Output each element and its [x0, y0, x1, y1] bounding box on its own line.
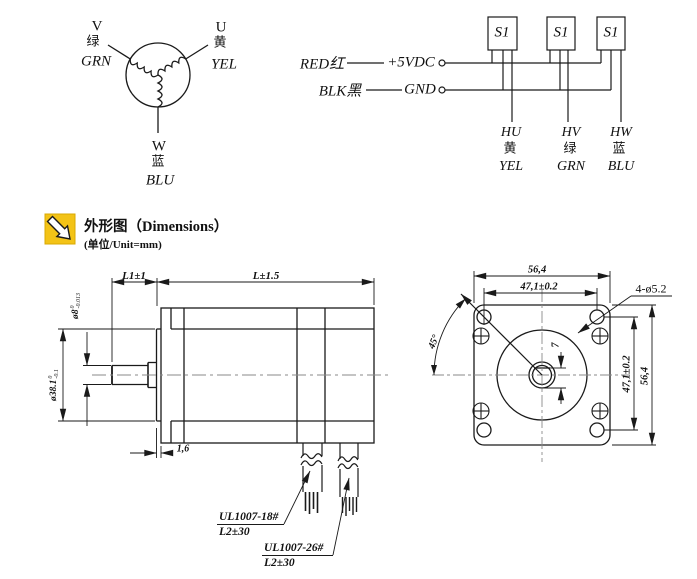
lead-v — [107, 44, 131, 60]
dim-l1: L1±1 — [122, 270, 146, 282]
hall-sensor-label-1: S1 — [494, 24, 510, 41]
arrow-down-right-icon — [46, 215, 71, 240]
hall-wiring — [347, 16, 626, 122]
holes-leader — [577, 295, 632, 334]
section-unit: (单位/Unit=mm) — [84, 239, 162, 251]
hall-hu-cn: 黄 — [503, 140, 517, 156]
dim-boss-thickness: 1,6 — [176, 443, 190, 455]
front-view-dimensions — [431, 271, 672, 446]
gnd-label: GND — [404, 81, 436, 98]
section-title: 外形图（Dimensions） — [84, 219, 229, 235]
hall-hu-en: YEL — [498, 159, 524, 174]
winding-cn-u: 黄 — [213, 34, 227, 50]
winding-cn-w: 蓝 — [151, 153, 165, 169]
motor-body — [160, 307, 375, 444]
gnd-terminal — [438, 86, 446, 94]
cable1-leader — [283, 470, 311, 525]
dim-hole-pitch-right: 47,1±0.2 — [621, 355, 633, 393]
winding-diagram — [107, 42, 209, 133]
hall-sensor-label-2: S1 — [553, 24, 569, 41]
side-view-outline — [111, 307, 375, 516]
dim-l: L±1.5 — [252, 270, 280, 282]
hall-hu: HU — [500, 125, 522, 140]
hall-hw-en: BLU — [607, 159, 635, 174]
coil-w — [156, 74, 163, 108]
cable-1 — [300, 443, 323, 514]
cable1-spec: UL1007-18# — [219, 511, 279, 523]
winding-phase-w: W — [151, 138, 167, 155]
winding-en-w: BLU — [145, 172, 175, 189]
hall-hv-cn: 绿 — [563, 140, 577, 156]
cable2-spec: UL1007-26# — [264, 542, 324, 554]
vcc-label: +5VDC — [387, 54, 435, 71]
cable1-length: L2±30 — [219, 526, 250, 538]
hall-hw: HW — [610, 125, 632, 140]
vcc-terminal — [438, 59, 446, 67]
hall-hv: HV — [561, 125, 581, 140]
coil-v — [129, 58, 159, 78]
dim-width-top: 56,4 — [527, 264, 547, 276]
coil-u — [157, 56, 187, 76]
dim-holes: 4-ø5.2 — [635, 281, 667, 296]
hall-sensor-box-2 — [546, 16, 576, 51]
winding-en-u: YEL — [211, 56, 237, 73]
section-icon — [44, 213, 76, 245]
side-view-dimensions — [58, 278, 375, 556]
lead-u — [185, 44, 209, 60]
black-wire-label: BLK黑 — [318, 83, 362, 100]
hall-sensor-label-3: S1 — [603, 24, 619, 41]
cable2-leader — [332, 477, 350, 556]
dim-shaft-flat: 7 — [550, 342, 562, 348]
dim-height-right: 56,4 — [639, 366, 651, 386]
winding-phase-v: V — [91, 18, 103, 35]
mount-hole-tr — [589, 309, 605, 325]
cable2-length: L2±30 — [264, 557, 295, 569]
winding-cn-v: 绿 — [86, 33, 100, 49]
hall-hv-en: GRN — [557, 159, 585, 174]
winding-en-v: GRN — [81, 53, 111, 70]
mount-hole-bl — [476, 422, 492, 438]
mount-hole-br — [589, 422, 605, 438]
winding-phase-u: U — [215, 19, 227, 36]
case-screws — [472, 327, 609, 420]
red-wire-label: RED红 — [299, 56, 345, 73]
diagonal-45-line — [460, 293, 543, 376]
cable-2 — [337, 443, 359, 516]
dim-hole-pitch-top: 47,1±0.2 — [520, 281, 558, 293]
hall-hw-cn: 蓝 — [612, 140, 626, 156]
